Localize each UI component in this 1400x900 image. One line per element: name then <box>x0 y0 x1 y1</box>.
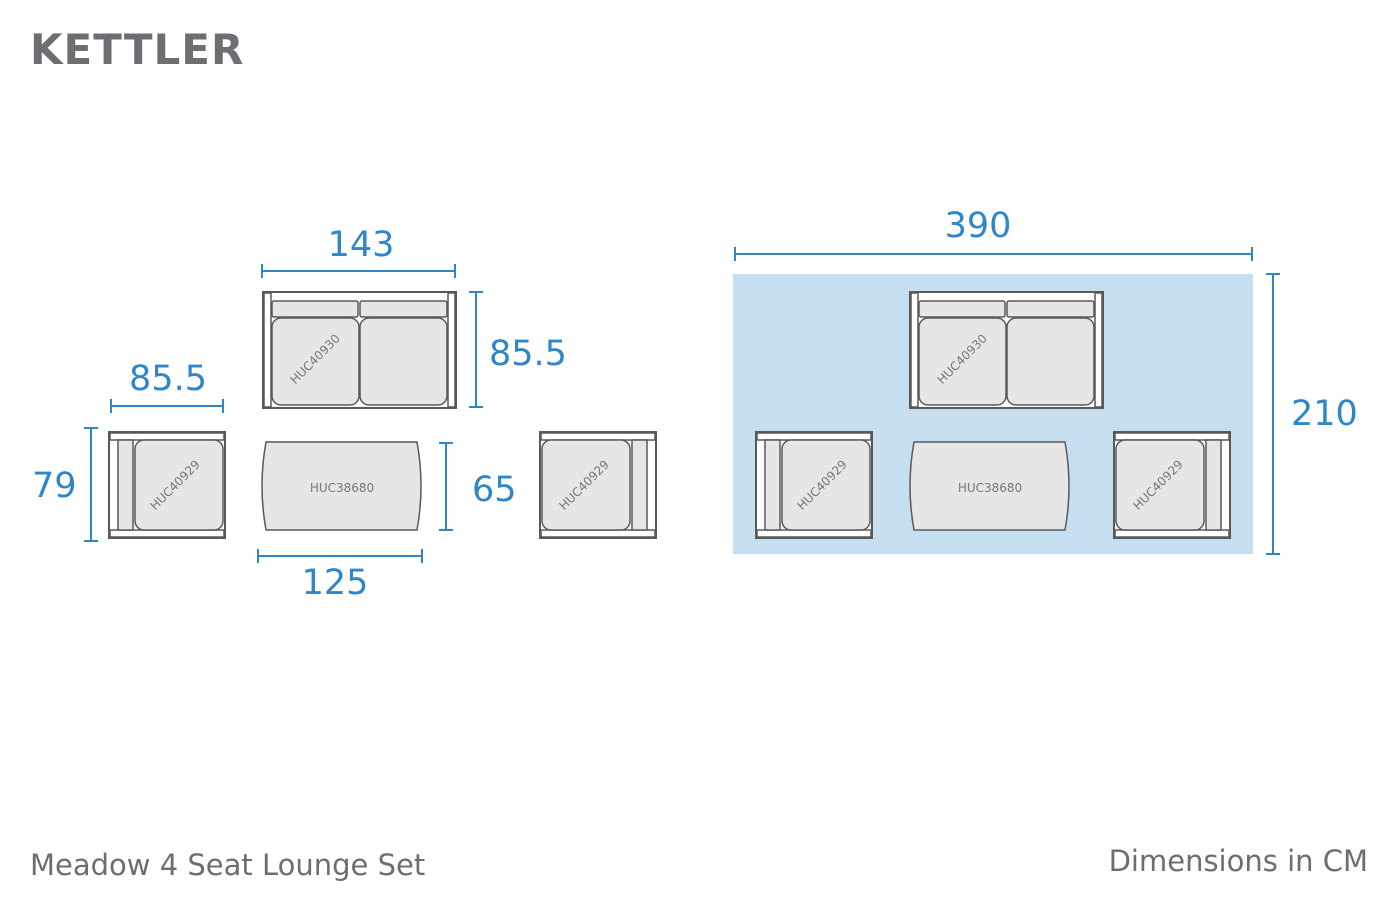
table-depth-label: 65 <box>472 470 517 510</box>
assembled-table-code: HUC38680 <box>958 481 1022 495</box>
table-code: HUC38680 <box>310 481 374 495</box>
table-width-label: 125 <box>302 563 369 603</box>
chair-width-label: 85.5 <box>129 359 207 399</box>
assembled-chair-right: HUC40929 <box>1113 431 1231 539</box>
chair-depth-label: 79 <box>32 466 77 506</box>
kettler-logo: KETTLER <box>30 25 244 74</box>
sofa-component: HUC40930 <box>262 291 457 409</box>
sofa-width-label: 143 <box>328 225 395 265</box>
set-depth-label: 210 <box>1291 394 1358 434</box>
product-title: Meadow 4 Seat Lounge Set <box>30 848 426 882</box>
assembled-table: HUC38680 <box>909 441 1070 531</box>
sofa-depth-label: 85.5 <box>489 334 567 374</box>
dimension-lines-components <box>84 264 483 563</box>
chair-right-component: HUC40929 <box>539 431 657 539</box>
set-width-label: 390 <box>945 206 1012 246</box>
chair-left-component: HUC40929 <box>108 431 226 539</box>
assembled-sofa: HUC40930 <box>909 291 1104 409</box>
units-note: Dimensions in CM <box>1108 844 1368 878</box>
assembled-chair-left: HUC40929 <box>755 431 873 539</box>
dimension-lines-set <box>734 247 1280 555</box>
table-component: HUC38680 <box>261 441 422 531</box>
